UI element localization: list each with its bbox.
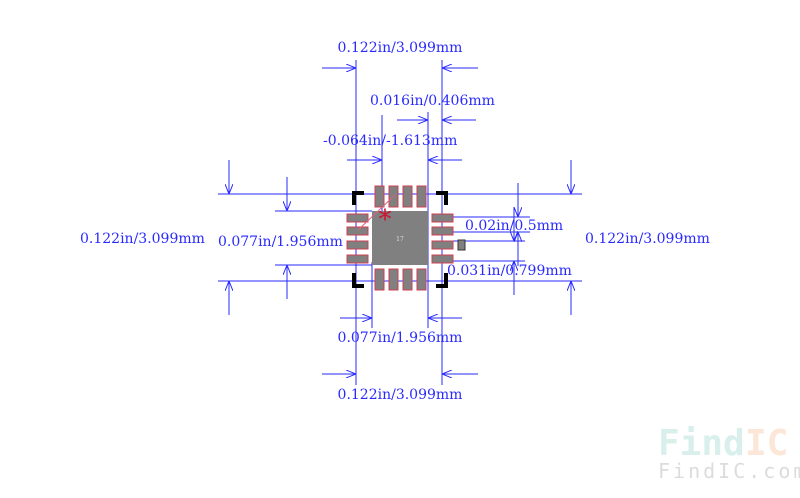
dim-top-width: 0.122in/3.099mm [338,40,463,56]
svg-text:IC: IC [745,423,788,464]
dim-body-width: 0.077in/1.956mm [338,330,463,346]
dim-pitch: 0.02in/0.5mm [465,218,563,234]
findic-watermark: Find IC FindIC.com [658,423,800,483]
dim-body-height: 0.077in/1.956mm [218,234,343,250]
dim-right-height: 0.122in/3.099mm [585,231,710,247]
svg-text:17: 17 [396,236,404,243]
svg-text:Find: Find [658,423,745,464]
dim-left-height: 0.122in/3.099mm [80,231,205,247]
dim-pad-width: 0.016in/0.406mm [370,93,495,109]
svg-text:FindIC.com: FindIC.com [658,459,800,483]
dimension-lines [218,60,582,385]
pin1-marker [457,239,466,251]
dim-pad-length: 0.031in/0.799mm [447,263,572,279]
dim-offset: -0.064in/-1.613mm [323,133,457,149]
pin1-asterisk-icon: * [379,205,392,235]
silkscreen-corners [352,191,448,288]
component-body: 17 * [346,185,466,291]
dim-bottom-width: 0.122in/3.099mm [338,387,463,403]
